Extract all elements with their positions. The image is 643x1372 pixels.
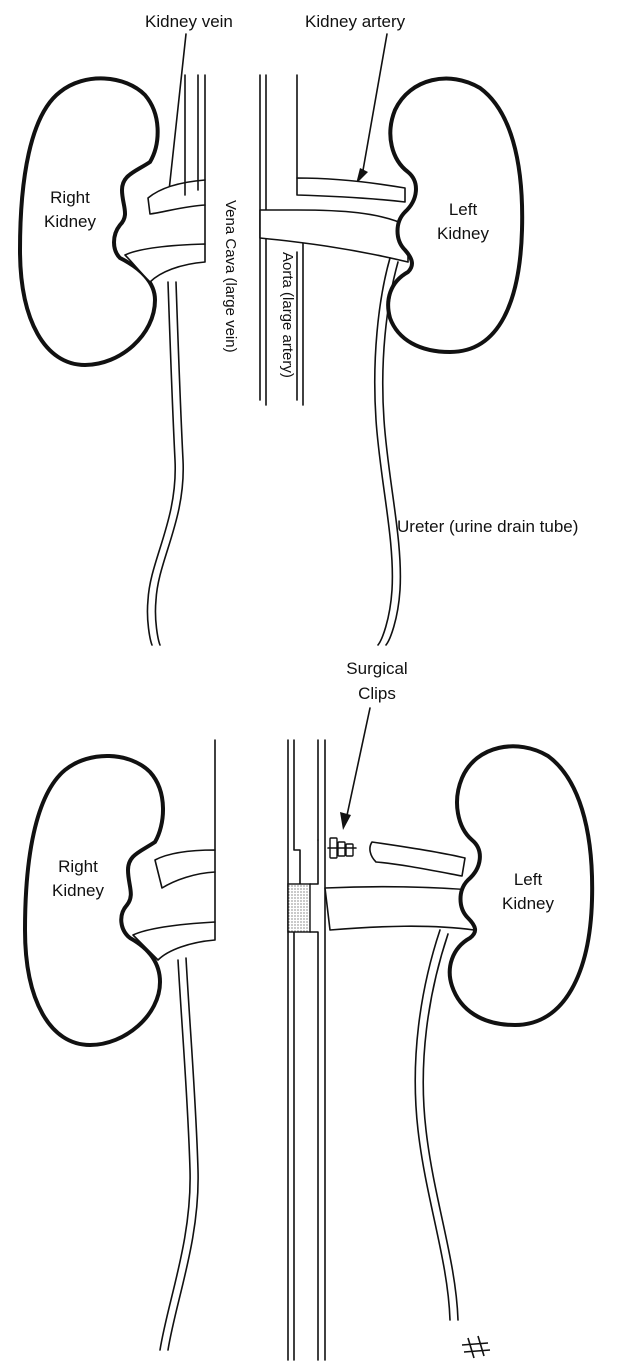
label-surgical-clips-line1: Surgical [346,659,407,678]
top-kidney-artery [297,178,405,202]
top-right-ureter-a [147,282,175,645]
top-right-kidney-label-line1: Right [50,188,90,207]
bottom-kidney-vein [325,887,474,930]
label-vena-cava: Vena Cava (large vein) [222,200,239,353]
label-kidney-vein: Kidney vein [145,12,233,31]
bottom-right-kidney-label-line2: Kidney [52,881,104,900]
bottom-aorta-step-lower [310,932,318,1360]
surgical-clips [328,838,356,858]
top-diagram: Kidney vein Kidney artery Right Kidney V… [20,12,578,645]
bottom-right-kidney-label-line1: Right [58,857,98,876]
top-right-renal-vein [148,180,205,214]
bottom-aorta-wall-inner-upper [294,740,300,888]
label-ureter: Ureter (urine drain tube) [397,517,578,536]
top-left-kidney-label-line2: Kidney [437,224,489,243]
label-aorta: Aorta (large artery) [279,252,296,378]
bottom-aorta-step-upper [310,840,318,884]
bottom-left-kidney-label-line1: Left [514,870,543,889]
bottom-aorta-wall-inner-lower [294,930,300,1360]
kidney-artery-leader [362,34,387,176]
bottom-right-renal-vein [155,850,215,888]
top-right-kidney-label-line2: Kidney [44,212,96,231]
bottom-right-kidney [25,756,163,1045]
bottom-right-ureter-a [160,960,190,1350]
logo-mark-icon [462,1336,490,1358]
label-kidney-artery: Kidney artery [305,12,406,31]
surgical-clips-leader [346,708,370,820]
bottom-kidney-artery-stub [370,842,465,876]
label-surgical-clips-line2: Clips [358,684,396,703]
aortic-graft-patch [288,884,310,932]
bottom-left-kidney-label-line2: Kidney [502,894,554,913]
surgical-clips-arrowhead [340,812,351,830]
kidney-vein-leader [168,34,186,200]
top-left-kidney-label-line1: Left [449,200,478,219]
bottom-diagram: Surgical Clips Right Kidney [25,659,592,1360]
